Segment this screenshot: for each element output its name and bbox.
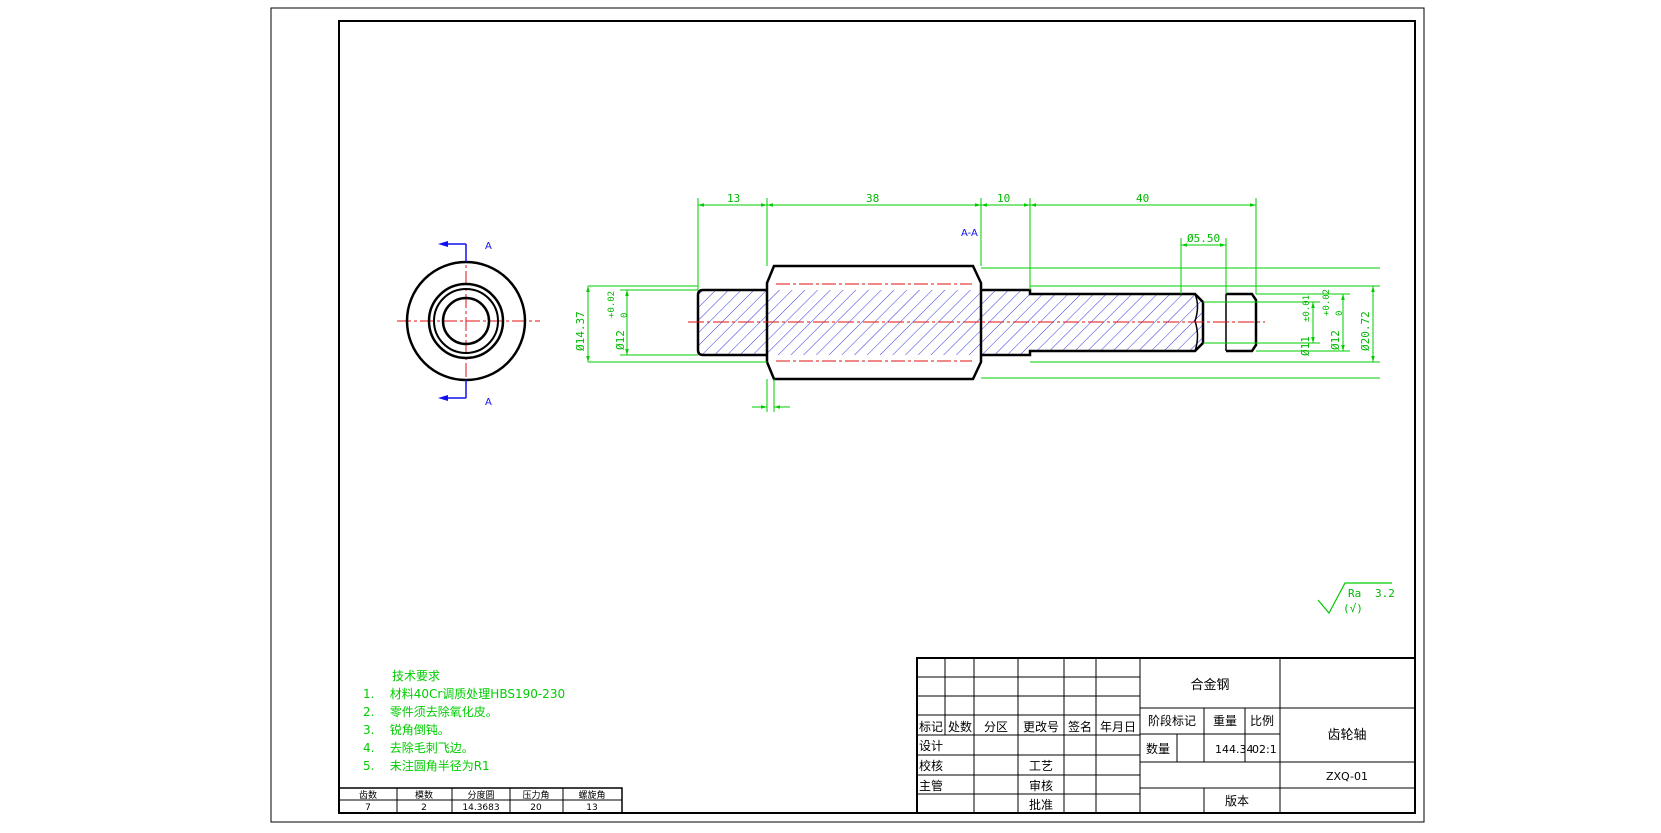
rev-header-zone: 分区: [984, 720, 1008, 734]
rev-header-count: 处数: [948, 719, 972, 734]
supervisor-label: 主管: [919, 778, 943, 793]
tech-req-item: 1. 材料40Cr调质处理HBS190-230: [363, 687, 565, 701]
dim-40: 40: [1136, 192, 1149, 205]
part-number: ZXQ-01: [1326, 770, 1368, 783]
dim-dia-12-right: Ø12: [1329, 330, 1342, 350]
part-name: 齿轮轴: [1327, 728, 1366, 743]
dim-dia-12-left: Ø12: [614, 330, 627, 350]
tech-req-item: 5. 未注圆角半径为R1: [363, 758, 490, 773]
roughness-ra-label: Ra: [1348, 587, 1361, 600]
stage-mark-label: 阶段标记: [1148, 713, 1196, 728]
tech-req-item: 4. 去除毛刺飞边。: [363, 740, 474, 755]
tech-req-item: 3. 锐角倒钝。: [363, 723, 450, 737]
tech-requirements: 技术要求 1. 材料40Cr调质处理HBS190-230 2. 零件须去除氧化皮…: [363, 669, 565, 773]
roughness-ra-value: 3.2: [1375, 587, 1395, 600]
dim-tol-left-lower: 0: [620, 313, 630, 318]
inner-frame: [338, 20, 1416, 814]
outer-frame: [270, 7, 1425, 823]
title-block: 合金钢 标记 处数 分区 更改号 签名 年月日 阶段标记 重量 比例 齿轮轴 数…: [916, 657, 1416, 814]
dim-10: 10: [997, 192, 1010, 205]
gear-params-table: 齿数 模数 分度圆 压力角 螺旋角 7 2 14.3683 20 13: [338, 787, 623, 814]
dim-13: 13: [727, 192, 740, 205]
tech-req-title: 技术要求: [392, 669, 440, 683]
rev-header-sign: 签名: [1068, 719, 1092, 734]
rev-header-date: 年月日: [1100, 720, 1136, 734]
dim-dia-20-72: Ø20.72: [1359, 311, 1372, 351]
gear-header-pitch: 分度圆: [467, 789, 494, 801]
gear-header-teeth: 齿数: [359, 789, 377, 801]
section-label-bottom: A: [485, 397, 492, 408]
section-view-label: A-A: [961, 228, 978, 239]
gear-value-module: 2: [421, 803, 427, 813]
tech-req-item: 2. 零件须去除氧化皮。: [363, 704, 498, 719]
shaft-section: [688, 264, 1265, 381]
scale-label: 比例: [1250, 714, 1274, 728]
rev-header-mark: 标记: [919, 720, 943, 734]
section-marker: A A A-A: [438, 228, 978, 408]
dim-5-50: Ø5.50: [1187, 232, 1220, 245]
quantity-label: 数量: [1146, 741, 1170, 756]
dim-tol-right-lower: 0: [1335, 311, 1345, 316]
dim-dia-14-37: Ø14.37: [574, 311, 587, 351]
gear-value-teeth: 7: [365, 803, 371, 813]
section-label-top: A: [485, 241, 492, 252]
rev-header-change: 更改号: [1023, 720, 1059, 734]
dim-38: 38: [866, 192, 879, 205]
review-label: 审核: [1029, 778, 1053, 793]
gear-value-pressure: 20: [530, 803, 542, 813]
roughness-symbol: Ra 3.2 (√): [1317, 582, 1395, 615]
approve-label: 批准: [1029, 797, 1053, 812]
dim-tol-left-upper: +0.02: [607, 291, 617, 318]
material-label: 合金钢: [1190, 677, 1229, 693]
design-label: 设计: [919, 739, 943, 753]
end-view: [397, 248, 540, 396]
gear-header-module: 模数: [415, 789, 433, 801]
scale-value: 02:1: [1252, 743, 1277, 756]
gear-header-pressure: 压力角: [522, 789, 549, 801]
weight-label: 重量: [1213, 714, 1237, 728]
dim-tol-11: ±0.01: [1302, 295, 1312, 322]
process-label: 工艺: [1029, 759, 1053, 773]
dimensions: [586, 198, 1380, 412]
version-label: 版本: [1225, 794, 1249, 808]
check-label: 校核: [919, 758, 943, 773]
gear-value-helix: 13: [586, 803, 597, 813]
weight-value: 144.34: [1215, 743, 1254, 756]
dim-tol-right-upper: +0.02: [1322, 289, 1332, 316]
roughness-check: (√): [1343, 602, 1363, 615]
gear-value-pitch: 14.3683: [462, 803, 499, 813]
gear-header-helix: 螺旋角: [578, 789, 605, 801]
dim-dia-11: Ø11: [1299, 336, 1312, 356]
